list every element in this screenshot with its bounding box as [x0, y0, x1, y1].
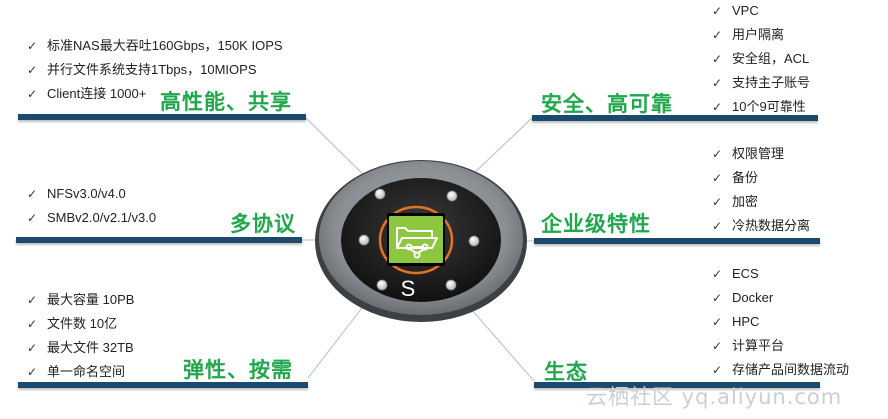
security-list: ✓VPC ✓用户隔离 ✓安全组，ACL ✓支持主子账号 ✓10个9可靠性 [710, 0, 810, 119]
ecosystem-list: ✓ECS ✓Docker ✓HPC ✓计算平台 ✓存储产品间数据流动 [710, 262, 849, 382]
check-icon: ✓ [712, 4, 723, 18]
elasticity-list: ✓最大容量 10PB ✓文件数 10亿 ✓最大文件 32TB ✓单一命名空间 [25, 288, 134, 384]
list-item: ✓存储产品间数据流动 [710, 358, 849, 382]
list-item: ✓ECS [710, 262, 849, 286]
protocols-list: ✓NFSv3.0/v4.0 ✓SMBv2.0/v2.1/v3.0 [25, 182, 156, 230]
watermark: 云栖社区 yq.aliyun.com [586, 385, 843, 409]
list-item: ✓SMBv2.0/v2.1/v3.0 [25, 206, 156, 230]
check-icon: ✓ [27, 365, 38, 379]
panel-title: 高性能、共享 [160, 90, 292, 114]
panel-title: 生态 [544, 360, 588, 384]
check-icon: ✓ [712, 363, 723, 377]
check-icon: ✓ [712, 219, 723, 233]
check-icon: ✓ [27, 341, 38, 355]
list-item: ✓并行文件系统支持1Tbps，10MIOPS [25, 58, 283, 82]
enterprise-list: ✓权限管理 ✓备份 ✓加密 ✓冷热数据分离 [710, 142, 810, 238]
list-item: ✓最大容量 10PB [25, 288, 134, 312]
check-icon: ✓ [712, 339, 723, 353]
list-item: ✓标准NAS最大吞吐160Gbps，150K IOPS [25, 34, 283, 58]
list-item: ✓最大文件 32TB [25, 336, 134, 360]
check-icon: ✓ [27, 293, 38, 307]
list-item: ✓10个9可靠性 [710, 95, 810, 119]
hub-dot-bottom-right [445, 279, 457, 291]
panel-title: 多协议 [230, 212, 296, 236]
panel-divider [534, 238, 820, 244]
check-icon: ✓ [712, 315, 723, 329]
list-item: ✓权限管理 [710, 142, 810, 166]
panel-divider [16, 237, 302, 243]
check-icon: ✓ [27, 63, 38, 77]
hub-dot-bottom-left [376, 279, 388, 291]
check-icon: ✓ [712, 100, 723, 114]
list-item: ✓Client连接 1000+ [25, 82, 283, 106]
list-item: ✓备份 [710, 166, 810, 190]
list-item: ✓冷热数据分离 [710, 214, 810, 238]
check-icon: ✓ [27, 317, 38, 331]
list-item: ✓支持主子账号 [710, 71, 810, 95]
list-item: ✓安全组，ACL [710, 47, 810, 71]
panel-title: 企业级特性 [541, 212, 651, 236]
check-icon: ✓ [712, 52, 723, 66]
panel-divider [534, 382, 820, 388]
check-icon: ✓ [27, 187, 38, 201]
performance-list: ✓标准NAS最大吞吐160Gbps，150K IOPS ✓并行文件系统支持1Tb… [25, 34, 283, 106]
check-icon: ✓ [712, 28, 723, 42]
check-icon: ✓ [712, 267, 723, 281]
check-icon: ✓ [27, 87, 38, 101]
shared-folder-icon [387, 213, 445, 266]
list-item: ✓单一命名空间 [25, 360, 134, 384]
list-item: ✓VPC [710, 0, 810, 23]
check-icon: ✓ [712, 76, 723, 90]
check-icon: ✓ [712, 147, 723, 161]
hub-dot-mid-left [358, 234, 370, 246]
list-item: ✓计算平台 [710, 334, 849, 358]
check-icon: ✓ [27, 39, 38, 53]
hub-orange-ring [378, 205, 454, 275]
list-item: ✓Docker [710, 286, 849, 310]
list-item: ✓用户隔离 [710, 23, 810, 47]
hub-dot-top-left [374, 188, 386, 200]
hub-dot-mid-right [468, 235, 480, 247]
check-icon: ✓ [712, 171, 723, 185]
panel-divider [18, 382, 308, 388]
list-item: ✓加密 [710, 190, 810, 214]
check-icon: ✓ [27, 211, 38, 225]
check-icon: ✓ [712, 195, 723, 209]
panel-title: 安全、高可靠 [541, 92, 673, 116]
panel-divider [18, 114, 306, 120]
list-item: ✓HPC [710, 310, 849, 334]
hub-dots [358, 188, 480, 291]
hub-letter: S [400, 276, 416, 301]
panel-title: 弹性、按需 [183, 358, 293, 382]
hub-dot-top-right [446, 190, 458, 202]
check-icon: ✓ [712, 291, 723, 305]
panel-divider [532, 115, 818, 121]
list-item: ✓文件数 10亿 [25, 312, 134, 336]
list-item: ✓NFSv3.0/v4.0 [25, 182, 156, 206]
